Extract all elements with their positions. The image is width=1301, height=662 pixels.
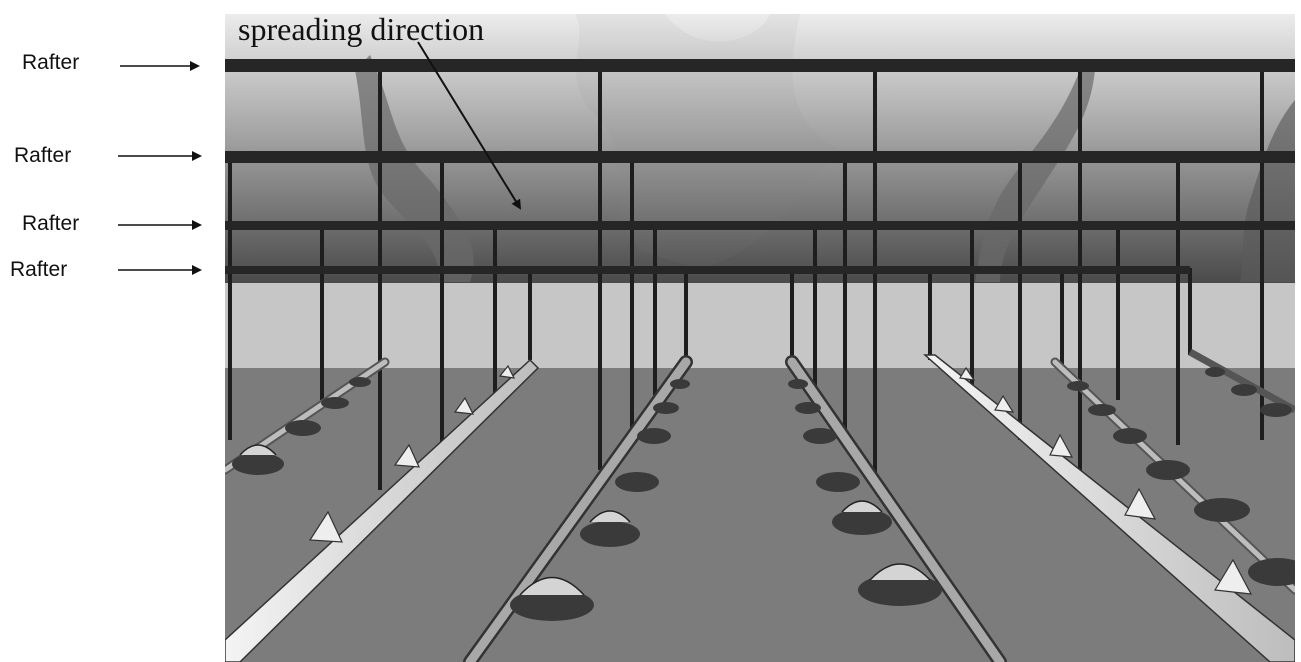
rafter-label-text-2: Rafter [14, 144, 71, 167]
rafter-label-text-4: Rafter [10, 258, 67, 281]
rafter-beam-1 [225, 59, 1295, 72]
rafter-label-text-1: Rafter [22, 51, 79, 74]
rafter-label-3: Rafter [22, 212, 200, 235]
rafter-label-4: Rafter [10, 258, 200, 281]
rafter-beam-4 [225, 266, 1190, 274]
rafter-beam-3 [225, 221, 1295, 230]
rafter-label-1: Rafter [22, 51, 198, 74]
house-interior-illustration [225, 14, 1301, 662]
rafter-label-2: Rafter [14, 144, 200, 167]
back-wall [225, 283, 1295, 368]
rafter-label-text-3: Rafter [22, 212, 79, 235]
rafter-beam-2 [225, 151, 1295, 163]
spreading-direction-label: spreading direction [238, 11, 484, 47]
